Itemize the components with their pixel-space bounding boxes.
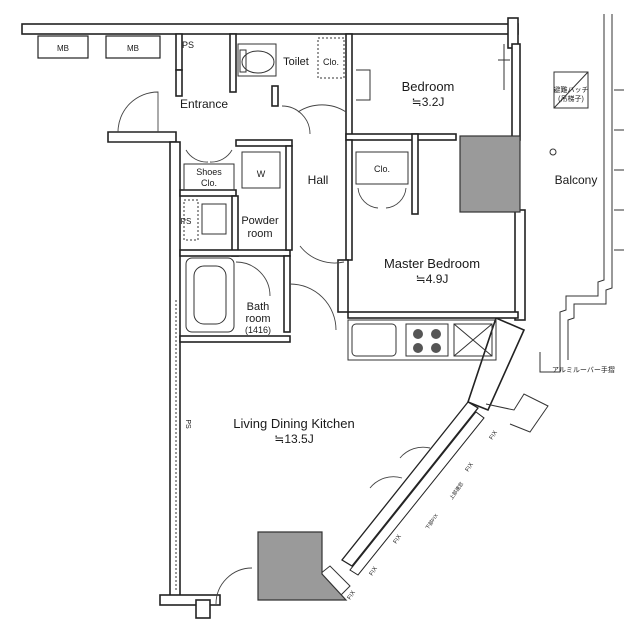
fix-label-5: FIX [347, 590, 357, 601]
column-balcony [459, 135, 521, 213]
bedroom-label: Bedroom [402, 79, 455, 94]
window-label-1: 上部連窓 [448, 481, 465, 501]
evac-hatch-box [553, 71, 589, 109]
ps-label-top: PS [182, 40, 194, 50]
entrance-label: Entrance [180, 97, 228, 111]
toilet-label: Toilet [283, 56, 309, 68]
door-swings [117, 44, 510, 605]
fix-label-3: FIX [393, 534, 403, 545]
fix-label-2: FIX [465, 462, 475, 473]
toilet-closet-label: Clo. [323, 57, 339, 67]
bath-room-label-2: room [245, 313, 270, 325]
powder-room-label-2: room [247, 228, 272, 240]
mb-label-2: MB [127, 44, 139, 53]
washer-box [241, 151, 281, 189]
closet-label: Clo. [374, 164, 390, 174]
powder-sink [201, 203, 227, 235]
mb-label-1: MB [57, 44, 69, 53]
window-label-2: 下部FIX [424, 512, 440, 531]
powder-room-label-1: Powder [241, 215, 279, 227]
ps-label-side: PS [181, 217, 192, 226]
kitchen-counter [347, 319, 497, 361]
fix-label-4: FIX [369, 566, 379, 577]
column-bottom [257, 531, 348, 601]
hatch-label-2: (吊梯子) [558, 94, 584, 103]
mb-box-2 [105, 35, 161, 59]
ps-shaft-side [183, 199, 199, 241]
ps-label-ldk: PS [184, 419, 191, 429]
bedroom-area: ≒3.2J [412, 95, 445, 109]
balcony-label: Balcony [555, 173, 598, 187]
shoes-closet-label-2: Clo. [201, 178, 217, 188]
shoes-closet [183, 163, 235, 191]
master-bedroom-area: ≒4.9J [416, 272, 449, 286]
master-bedroom-label: Master Bedroom [384, 256, 480, 271]
mb-box-1 [37, 35, 89, 59]
washer-label: W [257, 169, 266, 179]
hall-label: Hall [308, 173, 329, 187]
fix-label-1: FIX [489, 430, 499, 441]
hatch-label-1: 避難ハッチ [554, 85, 589, 94]
ldk-label: Living Dining Kitchen [233, 416, 354, 431]
toilet-closet [317, 37, 345, 79]
bath-size-label: (1416) [245, 325, 271, 335]
bathtub [185, 257, 235, 333]
toilet-fixture [237, 43, 277, 77]
closet-box [355, 151, 409, 185]
exterior-walls [21, 14, 624, 619]
ldk-area: ≒13.5J [274, 432, 313, 446]
bath-room-label-1: Bath [247, 301, 270, 313]
shoes-closet-label-1: Shoes [196, 167, 222, 177]
louver-note: アルミルーバー手摺 [552, 365, 615, 374]
interior-walls [175, 33, 519, 343]
